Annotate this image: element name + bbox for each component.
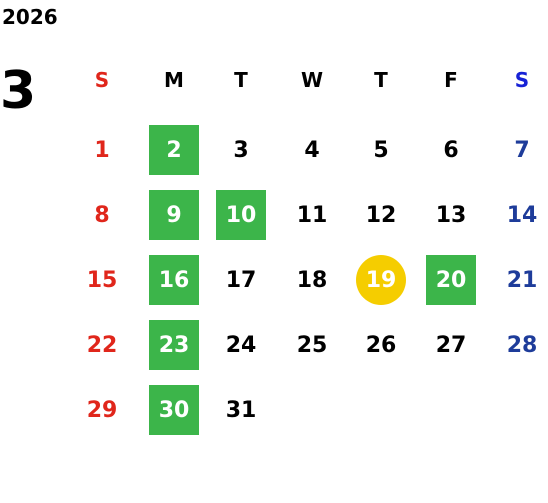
day-number: 18	[296, 267, 328, 293]
day-cell-18[interactable]: 18	[287, 255, 337, 305]
day-cell-27[interactable]: 27	[426, 320, 476, 370]
day-cell-25[interactable]: 25	[287, 320, 337, 370]
highlight-square	[149, 125, 199, 175]
day-number: 22	[86, 332, 118, 358]
year-label: 2026	[2, 5, 58, 29]
weekday-header-3: W	[300, 68, 324, 92]
day-number: 31	[225, 397, 257, 423]
day-number: 28	[506, 332, 538, 358]
weekday-header-6: S	[514, 68, 530, 92]
day-number: 5	[373, 137, 389, 163]
day-cell-7[interactable]: 7	[497, 125, 547, 175]
month-label: 3	[0, 61, 37, 121]
day-cell-20[interactable]: 20	[426, 255, 476, 305]
weekday-header-4: T	[374, 68, 388, 92]
highlight-square	[149, 320, 199, 370]
day-number: 9	[166, 202, 182, 228]
highlight-square	[149, 385, 199, 435]
day-number: 14	[506, 202, 538, 228]
weekday-header-1: M	[164, 68, 184, 92]
day-number: 16	[158, 267, 190, 293]
day-cell-5[interactable]: 5	[356, 125, 406, 175]
day-number: 2	[166, 137, 182, 163]
day-number: 19	[365, 267, 397, 293]
day-cell-23[interactable]: 23	[149, 320, 199, 370]
day-number: 21	[506, 267, 538, 293]
day-number: 13	[435, 202, 467, 228]
day-cell-24[interactable]: 24	[216, 320, 266, 370]
day-number: 24	[225, 332, 257, 358]
day-cell-12[interactable]: 12	[356, 190, 406, 240]
day-cell-22[interactable]: 22	[77, 320, 127, 370]
day-number: 27	[435, 332, 467, 358]
day-cell-9[interactable]: 9	[149, 190, 199, 240]
day-number: 11	[296, 202, 328, 228]
day-number: 4	[304, 137, 320, 163]
weekday-header-0: S	[94, 68, 110, 92]
day-number: 3	[233, 137, 249, 163]
day-cell-3[interactable]: 3	[216, 125, 266, 175]
day-number: 20	[435, 267, 467, 293]
weekday-header-5: F	[444, 68, 458, 92]
day-cell-11[interactable]: 11	[287, 190, 337, 240]
day-cell-10[interactable]: 10	[216, 190, 266, 240]
day-number: 10	[225, 202, 257, 228]
day-cell-28[interactable]: 28	[497, 320, 547, 370]
highlight-square	[216, 190, 266, 240]
day-number: 8	[94, 202, 110, 228]
day-cell-1[interactable]: 1	[77, 125, 127, 175]
day-cell-15[interactable]: 15	[77, 255, 127, 305]
highlight-square	[426, 255, 476, 305]
day-cell-6[interactable]: 6	[426, 125, 476, 175]
day-cell-13[interactable]: 13	[426, 190, 476, 240]
day-number: 26	[365, 332, 397, 358]
today-circle	[356, 255, 406, 305]
highlight-square	[149, 255, 199, 305]
day-number: 7	[514, 137, 530, 163]
highlight-square	[149, 190, 199, 240]
day-cell-21[interactable]: 21	[497, 255, 547, 305]
day-number: 30	[158, 397, 190, 423]
day-number: 12	[365, 202, 397, 228]
day-cell-4[interactable]: 4	[287, 125, 337, 175]
day-cell-30[interactable]: 30	[149, 385, 199, 435]
day-cell-29[interactable]: 29	[77, 385, 127, 435]
day-cell-2[interactable]: 2	[149, 125, 199, 175]
day-number: 23	[158, 332, 190, 358]
day-number: 25	[296, 332, 328, 358]
weekday-header-2: T	[234, 68, 248, 92]
day-number: 6	[443, 137, 459, 163]
day-cell-19[interactable]: 19	[356, 255, 406, 305]
day-number: 29	[86, 397, 118, 423]
day-cell-16[interactable]: 16	[149, 255, 199, 305]
day-cell-31[interactable]: 31	[216, 385, 266, 435]
day-number: 17	[225, 267, 257, 293]
day-number: 1	[94, 137, 110, 163]
day-cell-14[interactable]: 14	[497, 190, 547, 240]
day-cell-17[interactable]: 17	[216, 255, 266, 305]
day-cell-26[interactable]: 26	[356, 320, 406, 370]
day-number: 15	[86, 267, 118, 293]
day-cell-8[interactable]: 8	[77, 190, 127, 240]
